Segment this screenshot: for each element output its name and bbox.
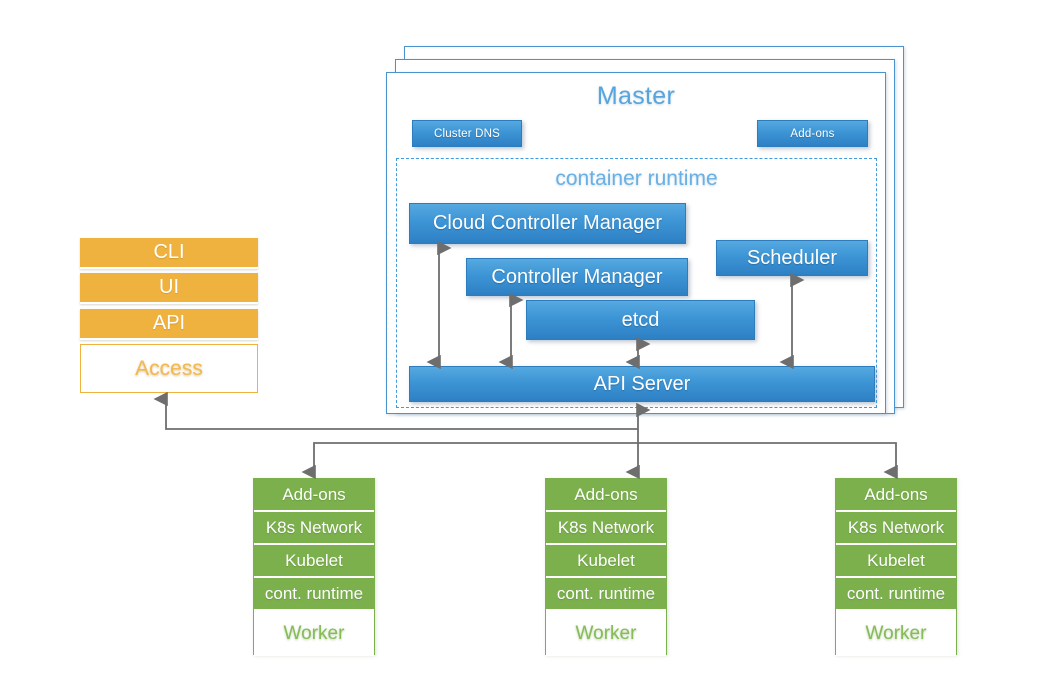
worker-row-add-ons[interactable]: Add-ons — [254, 479, 374, 512]
worker-node-2: Add-ons K8s Network Kubelet cont. runtim… — [545, 478, 667, 656]
container-runtime-title: container runtime — [555, 167, 718, 190]
wire-bus-to-worker-3 — [638, 442, 898, 480]
access-row-ui[interactable]: UI — [80, 273, 258, 304]
access-row-api[interactable]: API — [80, 309, 258, 340]
access-row-cli[interactable]: CLI — [80, 238, 258, 269]
worker-node-3: Add-ons K8s Network Kubelet cont. runtim… — [835, 478, 957, 656]
worker-row-k8s-network[interactable]: K8s Network — [546, 512, 666, 545]
worker-row-add-ons[interactable]: Add-ons — [546, 479, 666, 512]
worker-row-kubelet[interactable]: Kubelet — [836, 545, 956, 578]
access-panel-label: Access — [80, 344, 258, 393]
worker-row-cont-runtime[interactable]: cont. runtime — [836, 578, 956, 611]
worker-node-label: Worker — [546, 611, 666, 656]
component-etcd[interactable]: etcd — [526, 300, 755, 340]
worker-row-cont-runtime[interactable]: cont. runtime — [546, 578, 666, 611]
wire-bus-to-worker-1 — [301, 442, 638, 480]
master-title: Master — [596, 82, 676, 110]
worker-row-kubelet[interactable]: Kubelet — [254, 545, 374, 578]
worker-row-k8s-network[interactable]: K8s Network — [836, 512, 956, 545]
component-cloud-controller-manager[interactable]: Cloud Controller Manager — [409, 203, 686, 244]
component-scheduler[interactable]: Scheduler — [716, 240, 868, 276]
component-api-server[interactable]: API Server — [409, 366, 875, 402]
worker-row-kubelet[interactable]: Kubelet — [546, 545, 666, 578]
worker-row-add-ons[interactable]: Add-ons — [836, 479, 956, 512]
component-add-ons[interactable]: Add-ons — [757, 120, 868, 147]
worker-node-label: Worker — [254, 611, 374, 656]
worker-row-cont-runtime[interactable]: cont. runtime — [254, 578, 374, 611]
worker-node-1: Add-ons K8s Network Kubelet cont. runtim… — [253, 478, 375, 656]
worker-row-k8s-network[interactable]: K8s Network — [254, 512, 374, 545]
worker-node-label: Worker — [836, 611, 956, 656]
component-cluster-dns[interactable]: Cluster DNS — [412, 120, 522, 147]
component-controller-manager[interactable]: Controller Manager — [466, 258, 688, 296]
